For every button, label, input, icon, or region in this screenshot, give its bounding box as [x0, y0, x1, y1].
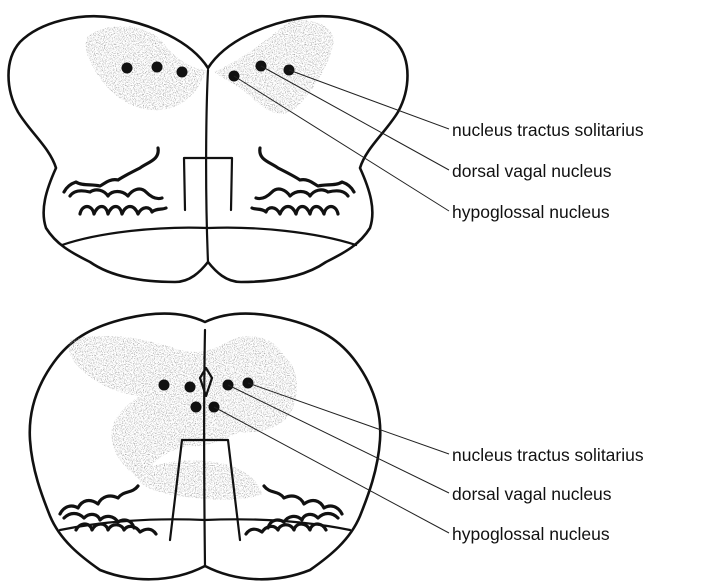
top-label-dorsal-vagal-nucleus: dorsal vagal nucleus	[452, 161, 612, 181]
bottom-dot-left-nts	[159, 380, 170, 391]
bottom-midline	[204, 330, 205, 566]
bottom-label-hypoglossal-nucleus: hypoglossal nucleus	[452, 524, 610, 544]
top-label-hypoglossal-nucleus: hypoglossal nucleus	[452, 202, 610, 222]
top-label-nucleus-tractus-solitarius: nucleus tractus solitarius	[452, 120, 644, 140]
bottom-dot-left-dvn	[185, 382, 196, 393]
bottom-label-nucleus-tractus-solitarius: nucleus tractus solitarius	[452, 445, 644, 465]
top-dot-left-hypo	[177, 67, 188, 78]
top-dot-left-dvn	[152, 62, 163, 73]
top-medulla-section: nucleus tractus solitarius dorsal vagal …	[9, 16, 644, 282]
bottom-medulla-section: nucleus tractus solitarius dorsal vagal …	[30, 314, 644, 580]
bottom-label-dorsal-vagal-nucleus: dorsal vagal nucleus	[452, 484, 612, 504]
top-dot-left-ntsl	[122, 63, 133, 74]
bottom-dot-left-hypo	[191, 402, 202, 413]
